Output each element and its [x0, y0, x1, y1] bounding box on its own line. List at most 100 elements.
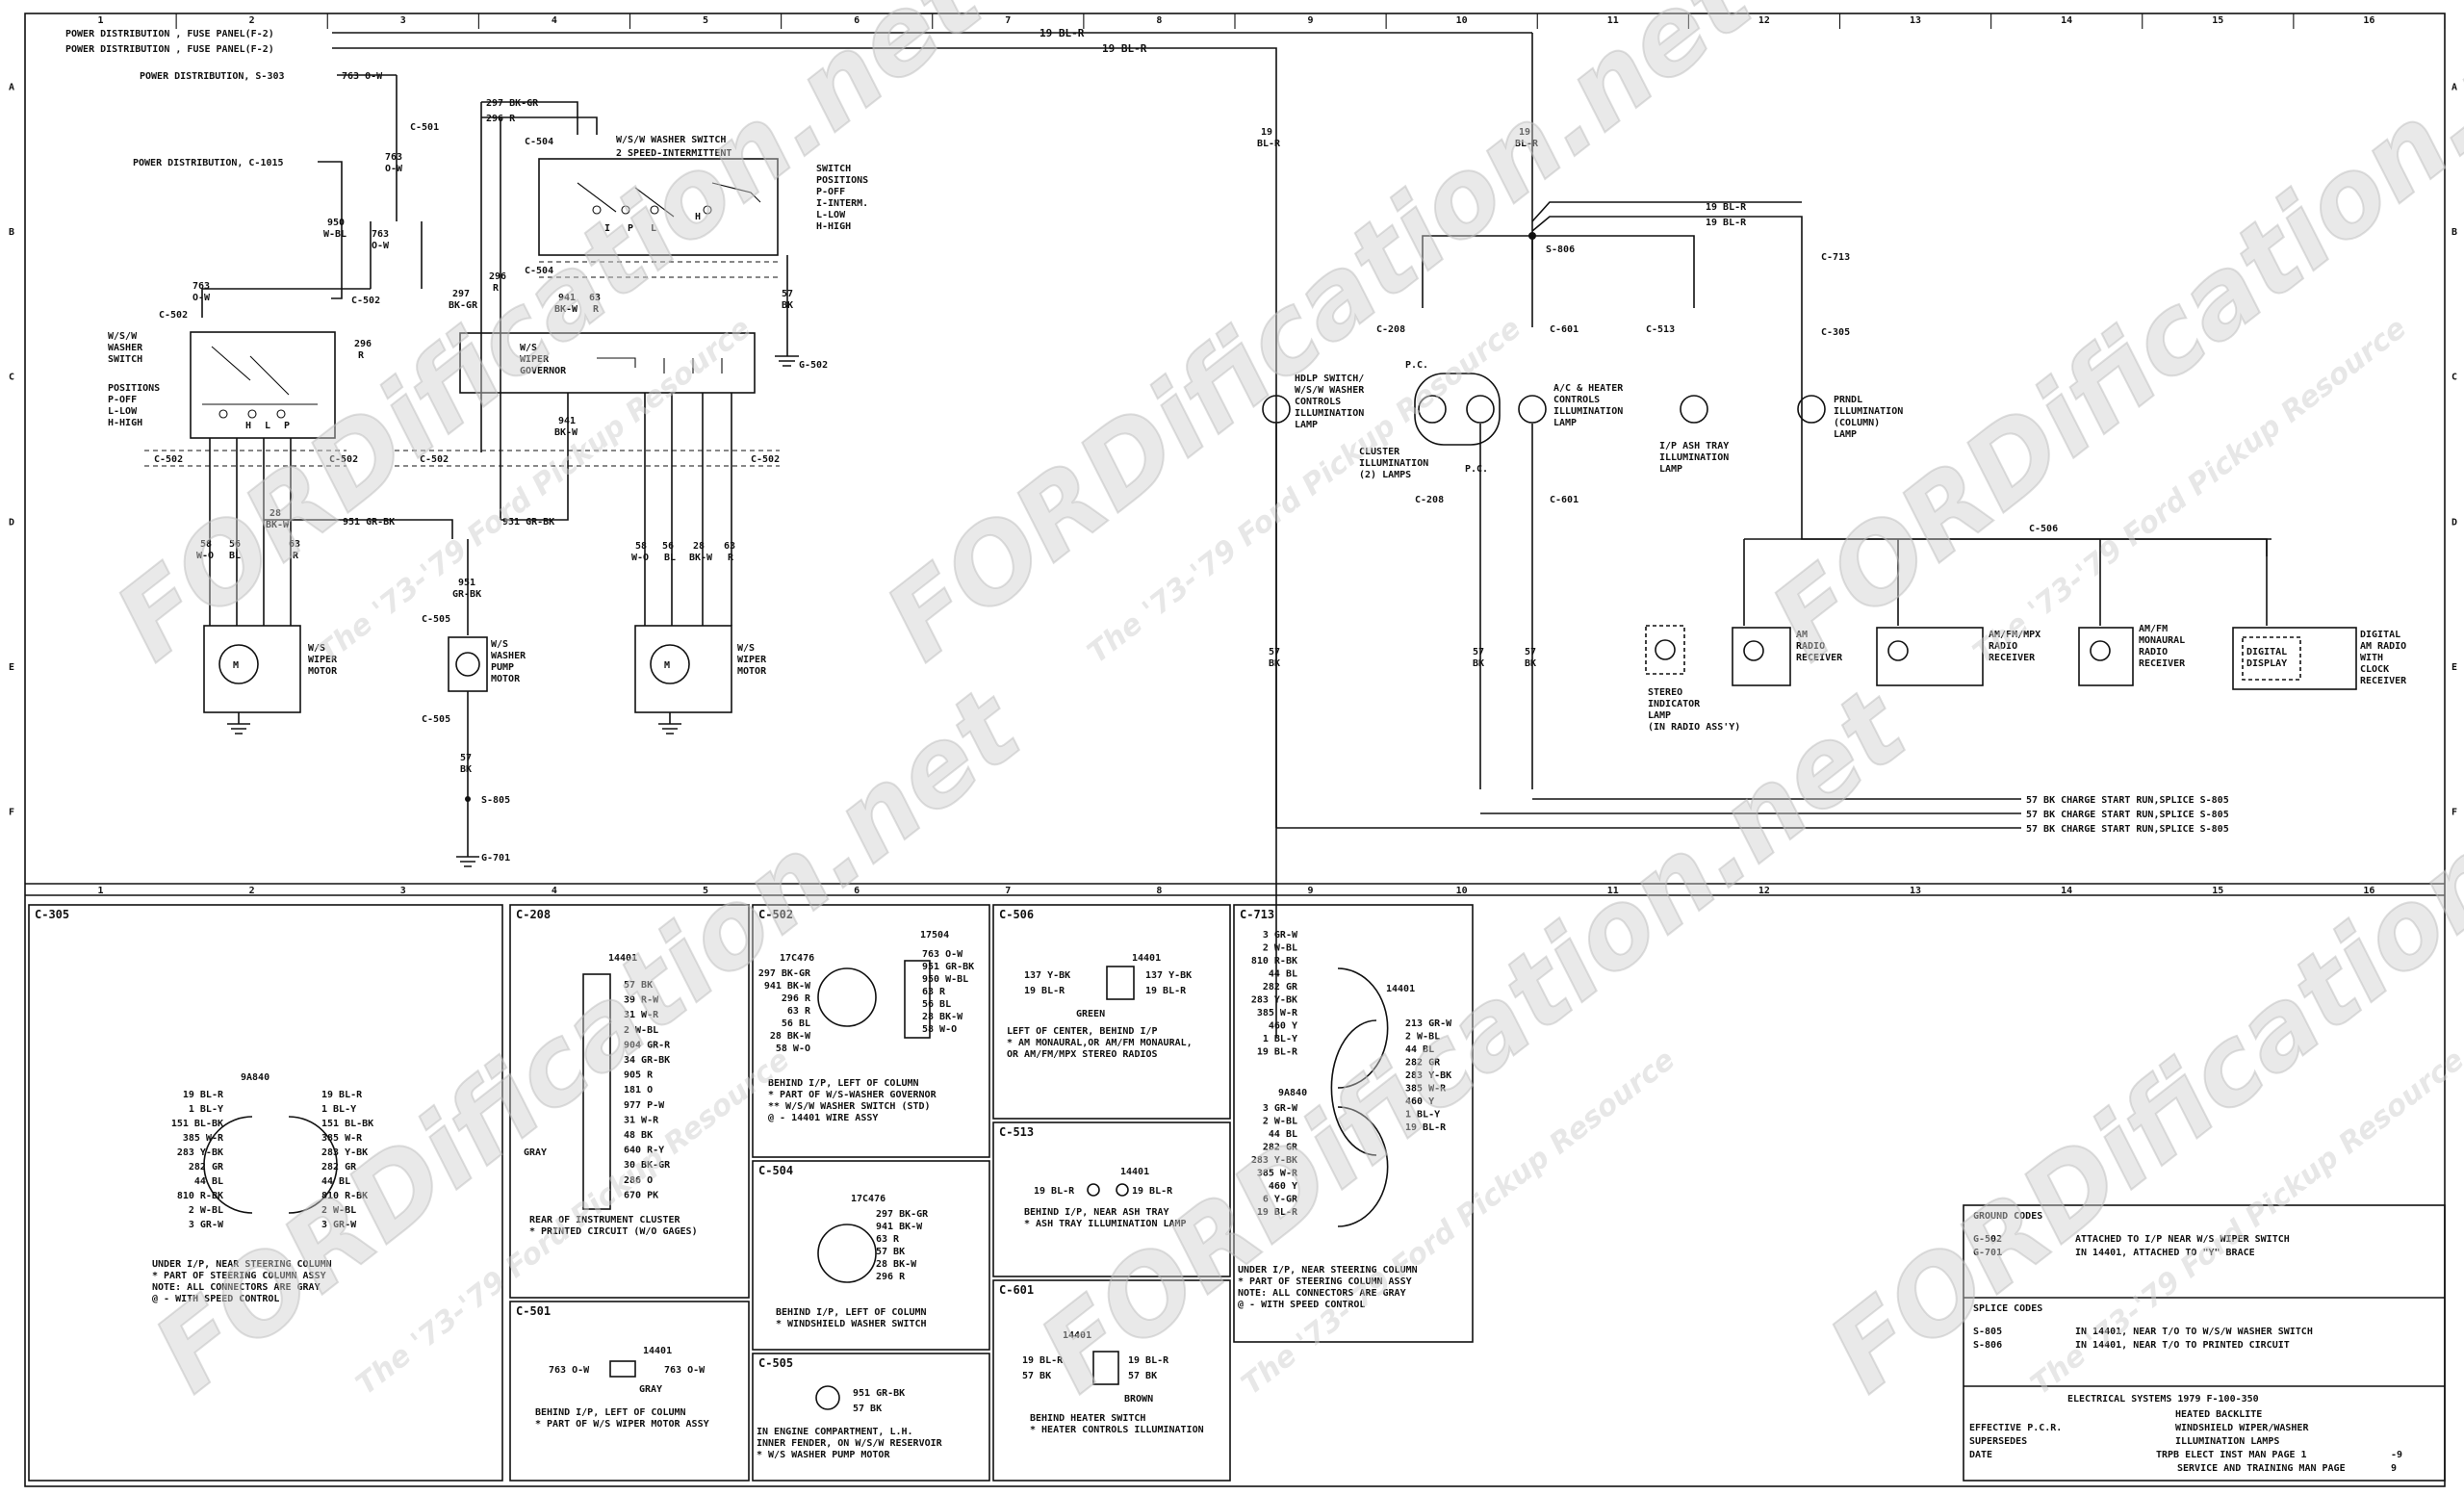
c713-left-bottom-pin: 283 Y-BK	[1251, 1155, 1297, 1166]
left-wiper-motor-box	[203, 625, 301, 713]
switch-letter-h: H	[245, 421, 251, 431]
conn-c506: C-506	[2029, 524, 2058, 534]
grid-col-mid: 7	[1005, 886, 1011, 896]
c713-right-pin: 282 GR	[1405, 1058, 1441, 1069]
c713-left-top-pin: 385 W-R	[1257, 1008, 1298, 1018]
c502-right-pin: 950 W-BL	[922, 974, 968, 985]
grid-col-top: 3	[400, 15, 406, 26]
grid-row-right: D	[2451, 517, 2457, 528]
c505-title: C-505	[758, 1356, 793, 1370]
bus-right-col: BL-R	[1515, 139, 1539, 149]
center-letter-l: L	[651, 223, 656, 234]
wire-763-left	[201, 288, 371, 318]
center-contact-3	[650, 205, 659, 215]
wire-951b-label: 951 GR-BK	[502, 517, 554, 528]
grid-col-top: 13	[1910, 15, 1921, 26]
c601-right-1: 19 BL-R	[1128, 1355, 1169, 1366]
ground-g701-icon	[456, 856, 479, 867]
conn-c502-a: C-502	[159, 310, 188, 321]
washer-switch-2speed-box	[538, 158, 779, 256]
conn-c601-b: C-601	[1550, 495, 1578, 505]
title-date: DATE	[1969, 1450, 1992, 1460]
c501-left: 763 O-W	[549, 1365, 590, 1376]
c502-right-pin: 56 BL	[922, 999, 951, 1010]
c208-panel	[509, 904, 750, 1299]
wire-763c-label: 763	[192, 281, 210, 292]
c513-part: 14401	[1120, 1167, 1149, 1177]
grid-col-top: 15	[2212, 15, 2223, 26]
switch-letter-p: P	[284, 421, 290, 431]
c504-part: 17C476	[851, 1194, 886, 1204]
grid-col-mid: 6	[854, 886, 860, 896]
c601-left-1: 19 BL-R	[1022, 1355, 1064, 1366]
watermark-2: FORDification.net	[863, 0, 1776, 683]
c506-left-2: 19 BL-R	[1024, 986, 1065, 996]
ground-code-1-desc: ATTACHED TO I/P NEAR W/S WIPER SWITCH	[2075, 1234, 2290, 1245]
c713-left-bottom-pin: 44 BL	[1269, 1129, 1297, 1140]
c305-right-pin: 810 R-BK	[321, 1191, 368, 1201]
c601-title: C-601	[999, 1283, 1034, 1297]
feed-wire-2-label: 19 BL-R	[1102, 42, 1147, 55]
c305-left-pin: 283 Y-BK	[177, 1147, 223, 1158]
c713-left-bottom-pin: 6 Y-GR	[1263, 1195, 1298, 1205]
c513-connector-left	[1087, 1183, 1100, 1197]
bus-left-lbl: 19	[1261, 127, 1272, 138]
right-wiper-motor-box	[634, 625, 732, 713]
conn-c208-b: C-208	[1415, 495, 1444, 505]
grid-col-mid: 10	[1456, 886, 1468, 896]
grid-row-right: C	[2451, 373, 2457, 383]
c305-note: UNDER I/P, NEAR STEERING COLUMN* PART OF…	[152, 1259, 332, 1304]
wire-63b-lbl: 63	[589, 293, 601, 303]
wire-941b-lbl: 941	[558, 416, 576, 426]
c502-note: BEHIND I/P, LEFT OF COLUMN* PART OF W/S-…	[768, 1078, 937, 1123]
wire-941-down	[500, 393, 569, 521]
c505-connector-body	[815, 1385, 840, 1410]
c305-title: C-305	[35, 908, 69, 921]
left-switch-contacts	[202, 346, 318, 405]
c505-note: IN ENGINE COMPARTMENT, L.H.INNER FENDER,…	[757, 1427, 943, 1460]
wire-951-pump-lbl: 951	[458, 578, 475, 588]
feed-label-4: POWER DISTRIBUTION, C-1015	[133, 158, 284, 168]
c502-right-pin: 63 R	[922, 987, 946, 997]
center-top-wires	[480, 101, 598, 452]
grid-row-left: F	[9, 808, 14, 818]
c305-left-pin: 1 BL-Y	[189, 1104, 223, 1115]
amfm-mono-radio-box	[2078, 627, 2134, 686]
grid-col-mid: 11	[1607, 886, 1619, 896]
c208-pin: 640 R-Y	[624, 1146, 664, 1156]
grid-column-labels: 1122334455667788991010111112121313141415…	[98, 13, 2446, 896]
wire-297-gov: 297	[452, 289, 470, 299]
cluster-pc-box	[1414, 373, 1501, 446]
center-contact-1	[592, 205, 602, 215]
grid-row-left: A	[9, 82, 14, 92]
feed-label-2: POWER DISTRIBUTION , FUSE PANEL(F-2)	[65, 44, 274, 55]
grid-col-top: 12	[1758, 15, 1770, 26]
return-label-1: 57 BK CHARGE START RUN,SPLICE S-805	[2026, 795, 2229, 806]
c504-pin: 297 BK-GR	[876, 1209, 929, 1220]
conn-c502-c: C-502	[154, 454, 183, 465]
watermark-4: FORDification.net	[132, 664, 1044, 1415]
wire-950-down	[331, 223, 343, 299]
c506-right-1: 137 Y-BK	[1145, 970, 1192, 981]
c208-pin: 977 P-W	[624, 1100, 665, 1111]
feed-wire-1-label: 19 BL-R	[1040, 27, 1085, 39]
c208-pin: 286 O	[624, 1175, 653, 1186]
grid-col-mid: 1	[98, 886, 104, 896]
c506-title: C-506	[999, 908, 1034, 921]
ret-57-c-col: BK	[1525, 658, 1536, 669]
c502-connector-right	[904, 960, 931, 1039]
feed-label-3: POWER DISTRIBUTION, S-303	[140, 71, 285, 82]
c208-pin: 39 R-W	[624, 995, 659, 1006]
c208-pin: 181 O	[624, 1085, 653, 1095]
wire-58b-col: W-O	[631, 553, 649, 563]
c208-part: 14401	[608, 953, 637, 964]
grid-col-mid: 5	[703, 886, 708, 896]
c506-panel	[992, 904, 1231, 1120]
grid-row-left: B	[9, 227, 14, 238]
c713-left-bottom-pin: 2 W-BL	[1263, 1117, 1297, 1127]
wire-28-col: BK-W	[266, 520, 290, 530]
